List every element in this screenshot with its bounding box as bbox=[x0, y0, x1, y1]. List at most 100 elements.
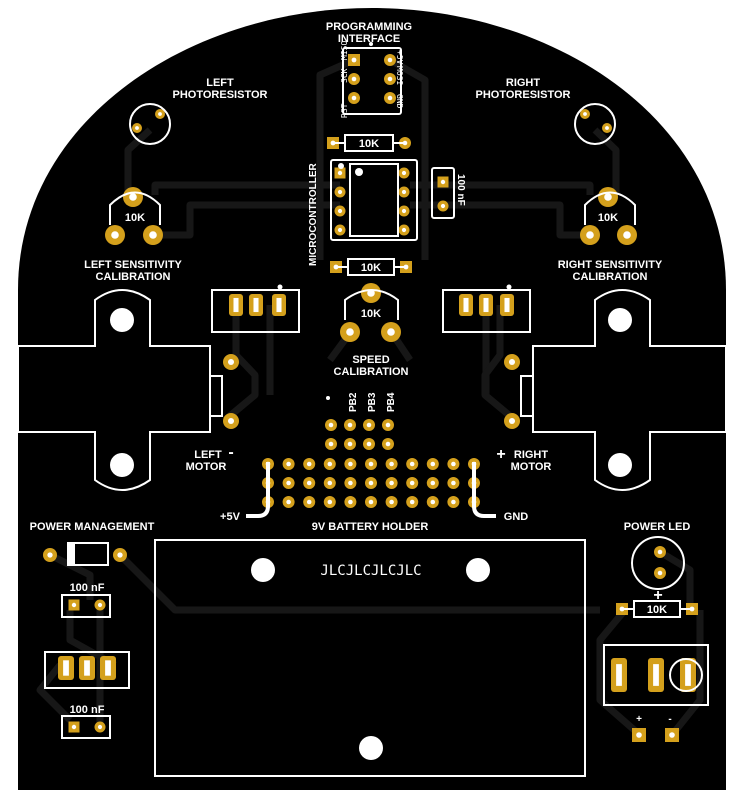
pb2-label: PB2 bbox=[348, 392, 359, 412]
right-motor-sign: + bbox=[496, 446, 505, 463]
pad-slot bbox=[653, 664, 659, 686]
trace bbox=[48, 551, 94, 600]
pad-drill bbox=[657, 570, 663, 576]
pad-slot bbox=[84, 660, 90, 676]
trace bbox=[66, 610, 117, 669]
pad-drill bbox=[351, 95, 357, 101]
pad-drill bbox=[508, 417, 516, 425]
pad-drill bbox=[636, 732, 642, 738]
pad-slot bbox=[253, 297, 259, 313]
pad-slot bbox=[276, 297, 282, 313]
microcontroller-label: MICROCONTROLLER bbox=[308, 162, 319, 266]
right-photoresistor-label-1: RIGHT bbox=[506, 77, 541, 89]
pad-drill bbox=[409, 461, 415, 467]
pad-drill bbox=[389, 461, 394, 467]
left-motor-sign: - bbox=[228, 444, 233, 461]
right-motor-label-2: MOTOR bbox=[511, 461, 552, 473]
pad-drill bbox=[149, 231, 157, 239]
pad-drill bbox=[508, 358, 516, 366]
pad-drill bbox=[227, 358, 235, 366]
right-photoresistor-label-2: PHOTORESISTOR bbox=[476, 89, 571, 101]
pad-drill bbox=[389, 499, 394, 505]
power-switch-outline bbox=[603, 644, 709, 706]
pad-drill bbox=[623, 231, 631, 239]
pad-drill bbox=[605, 126, 609, 130]
trace bbox=[410, 181, 594, 195]
pad-drill bbox=[451, 480, 456, 486]
right-motor-header-outline bbox=[442, 289, 531, 333]
bat-plus-label: + bbox=[636, 714, 642, 725]
pin-label-sck: SCK bbox=[340, 68, 349, 83]
pad-slot bbox=[233, 297, 239, 313]
gnd-arrow bbox=[472, 462, 496, 518]
trace bbox=[669, 610, 704, 738]
pads bbox=[43, 54, 698, 742]
pad-drill bbox=[430, 480, 436, 486]
pad-drill bbox=[328, 422, 334, 428]
right-sensitivity-label-1: RIGHT SENSITIVITY bbox=[558, 259, 663, 271]
pad-drill bbox=[657, 549, 663, 555]
pad-drill bbox=[347, 422, 353, 428]
programming-header-outline bbox=[342, 47, 402, 115]
silkscreen-text: PROGRAMMING INTERFACE RST SCK MISO +5V M… bbox=[30, 21, 691, 725]
programming-interface-label-2: INTERFACE bbox=[338, 33, 400, 45]
gnd-label: GND bbox=[504, 511, 529, 523]
pad-drill bbox=[328, 441, 334, 447]
right-motor-shaft bbox=[520, 375, 534, 417]
right-motor-outline bbox=[532, 289, 727, 491]
left-photoresistor-outline bbox=[129, 103, 171, 145]
pad-drill bbox=[366, 422, 372, 428]
left-photoresistor-label-2: PHOTORESISTOR bbox=[173, 89, 268, 101]
pad-drill bbox=[348, 499, 353, 505]
microcontroller-outline bbox=[330, 159, 418, 241]
resistor-led-label: 10K bbox=[647, 604, 667, 616]
cap-pm-2-label: 100 nF bbox=[70, 704, 105, 716]
pad-drill bbox=[451, 499, 456, 505]
pad-drill bbox=[135, 126, 139, 130]
mounting-holes bbox=[110, 308, 632, 760]
pad-drill bbox=[158, 112, 162, 116]
pad-drill bbox=[409, 499, 415, 505]
pb3-label: PB3 bbox=[367, 392, 378, 412]
trace bbox=[592, 127, 620, 195]
pot-speed-label: 10K bbox=[361, 308, 381, 320]
pad-drill bbox=[586, 231, 594, 239]
right-motor-mount-hole bbox=[608, 453, 632, 477]
pad-drill bbox=[306, 480, 312, 486]
programming-interface-label-1: PROGRAMMING bbox=[326, 21, 412, 33]
pin-label-gnd: GND bbox=[395, 94, 404, 109]
left-motor-outline bbox=[17, 289, 211, 491]
pad-drill bbox=[327, 480, 333, 486]
bat-minus-label: - bbox=[668, 714, 671, 725]
pad-drill bbox=[306, 461, 312, 467]
regulator-outline bbox=[44, 651, 130, 689]
led-plus-label: + bbox=[653, 587, 662, 604]
pad-drill bbox=[389, 480, 394, 486]
pad-drill bbox=[387, 95, 393, 101]
pad-drill bbox=[337, 208, 343, 214]
left-sensitivity-label-2: CALIBRATION bbox=[96, 271, 171, 283]
pad-drill bbox=[348, 461, 353, 467]
pad-drill bbox=[440, 179, 446, 185]
speed-label-2: CALIBRATION bbox=[334, 366, 409, 378]
pad-drill bbox=[351, 76, 357, 82]
pad-drill bbox=[71, 724, 77, 730]
left-motor-header-outline bbox=[211, 289, 300, 333]
pad-drill bbox=[604, 193, 612, 201]
trace bbox=[151, 181, 340, 195]
left-motor-label-1: LEFT bbox=[194, 449, 222, 461]
pin-label-mosi: MOSI bbox=[395, 66, 404, 85]
plus5v-arrow bbox=[246, 462, 270, 518]
pad-drill bbox=[129, 193, 137, 201]
pad-drill bbox=[401, 189, 407, 195]
pad-drill bbox=[327, 499, 333, 505]
pin-label-5v: +5V bbox=[395, 50, 404, 65]
left-sensitivity-label-1: LEFT SENSITIVITY bbox=[84, 259, 182, 271]
pad-drill bbox=[385, 422, 391, 428]
battery-holder-label: 9V BATTERY HOLDER bbox=[312, 521, 429, 533]
left-motor-shaft bbox=[209, 375, 223, 417]
bottom-mount-hole bbox=[359, 736, 383, 760]
cap-pm-2-outline bbox=[61, 715, 111, 739]
diode-band bbox=[67, 542, 75, 566]
